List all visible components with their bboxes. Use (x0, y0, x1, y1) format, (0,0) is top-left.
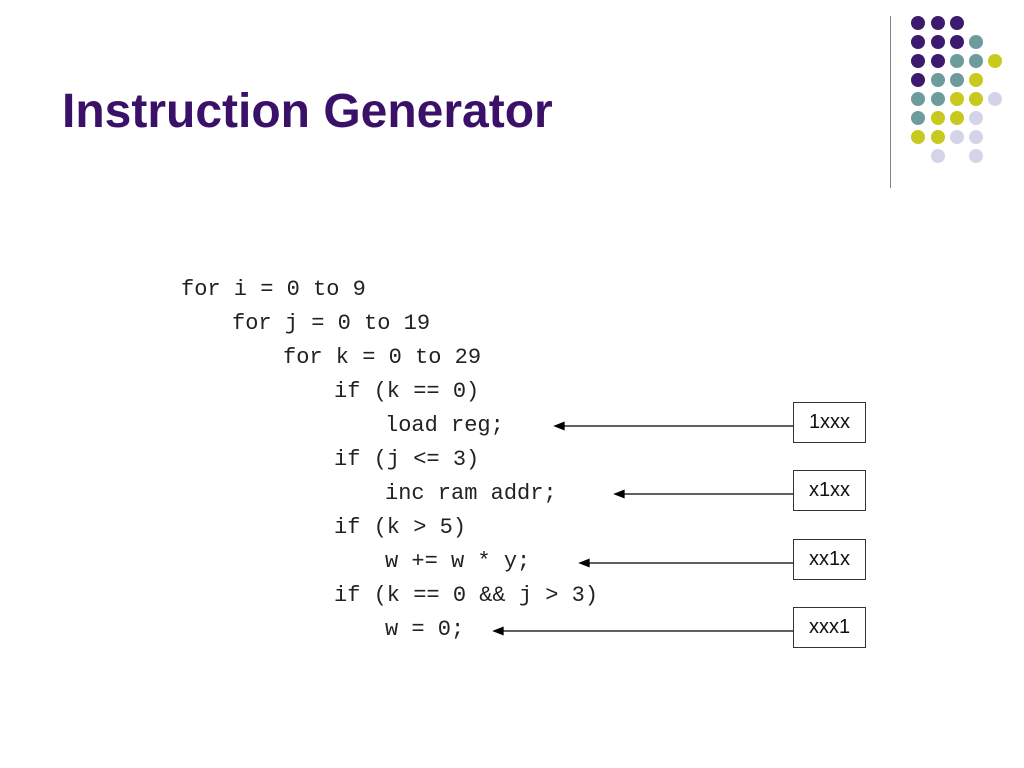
bit-pattern-box: xxx1 (793, 607, 866, 648)
dot-yellow-icon (931, 111, 945, 125)
dot-lavender-icon (969, 111, 983, 125)
dot-purple-icon (950, 16, 964, 30)
code-line: inc ram addr; (385, 481, 557, 506)
code-line: load reg; (385, 413, 504, 438)
code-line: if (k > 5) (334, 515, 467, 540)
bit-pattern-box: xx1x (793, 539, 866, 580)
code-line: for j = 0 to 19 (232, 311, 431, 336)
dot-lavender-icon (969, 149, 983, 163)
dot-purple-icon (911, 35, 925, 49)
dot-teal-icon (931, 92, 945, 106)
code-line: w += w * y; (385, 549, 531, 574)
dot-teal-icon (969, 54, 983, 68)
dot-yellow-icon (950, 92, 964, 106)
dot-purple-icon (931, 16, 945, 30)
dot-yellow-icon (988, 54, 1002, 68)
dot-lavender-icon (988, 92, 1002, 106)
dot-lavender-icon (969, 130, 983, 144)
dot-yellow-icon (969, 92, 983, 106)
dot-purple-icon (931, 35, 945, 49)
code-line: for k = 0 to 29 (283, 345, 482, 370)
dot-purple-icon (950, 35, 964, 49)
code-line: if (j <= 3) (334, 447, 480, 472)
bit-pattern-box: x1xx (793, 470, 866, 511)
dot-yellow-icon (950, 111, 964, 125)
dot-purple-icon (911, 16, 925, 30)
dot-lavender-icon (950, 130, 964, 144)
dot-teal-icon (969, 35, 983, 49)
dot-teal-icon (911, 92, 925, 106)
code-line: if (k == 0) (334, 379, 480, 404)
code-line: for i = 0 to 9 (181, 277, 366, 302)
code-line: if (k == 0 && j > 3) (334, 583, 599, 608)
arrowhead-icon (613, 489, 625, 499)
decorative-divider (890, 16, 891, 188)
dot-yellow-icon (969, 73, 983, 87)
bit-pattern-box: 1xxx (793, 402, 866, 443)
dot-teal-icon (950, 73, 964, 87)
dot-teal-icon (911, 111, 925, 125)
code-line: w = 0; (385, 617, 465, 642)
dot-yellow-icon (911, 130, 925, 144)
dot-teal-icon (950, 54, 964, 68)
slide-title: Instruction Generator (62, 85, 553, 138)
dot-purple-icon (931, 54, 945, 68)
dot-yellow-icon (931, 130, 945, 144)
dot-purple-icon (911, 54, 925, 68)
arrowhead-icon (553, 421, 565, 431)
arrowhead-icon (578, 558, 590, 568)
dot-teal-icon (931, 73, 945, 87)
dot-purple-icon (911, 73, 925, 87)
dot-lavender-icon (931, 149, 945, 163)
arrowhead-icon (492, 626, 504, 636)
